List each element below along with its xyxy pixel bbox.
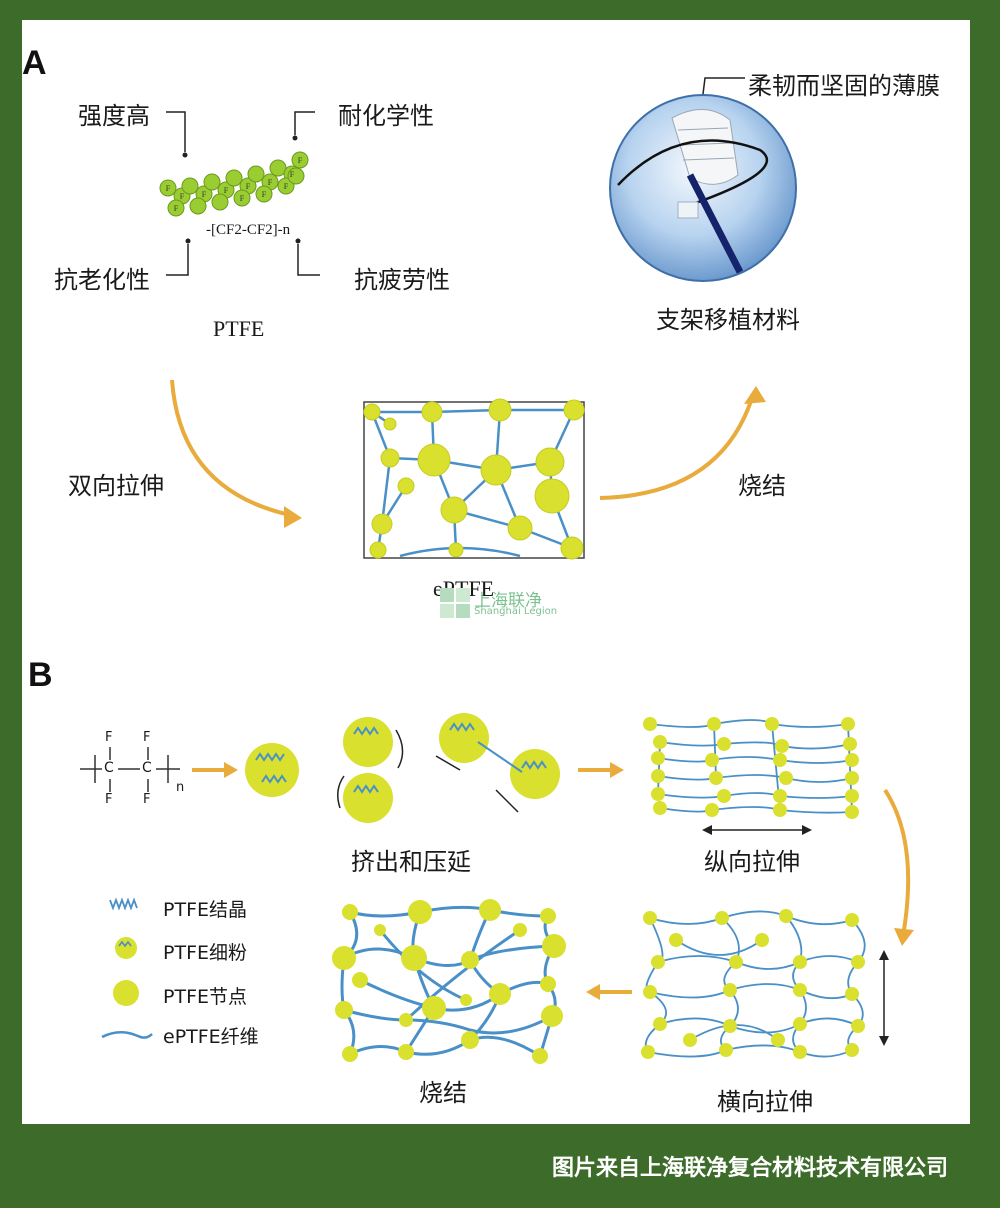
- longitudinal-stretch-label: 纵向拉伸: [704, 848, 800, 876]
- svg-text:F: F: [174, 204, 179, 213]
- ptfe-label: PTFE: [213, 316, 265, 341]
- label-anti-aging: 抗老化性: [54, 266, 150, 294]
- svg-text:F: F: [262, 190, 267, 199]
- svg-text:F: F: [180, 192, 185, 201]
- longitudinal-network: [643, 717, 859, 835]
- svg-text:F: F: [284, 182, 289, 191]
- legend-label-fiber: ePTFE纤维: [163, 1026, 259, 1048]
- atom-f-2: F: [143, 730, 151, 745]
- powder-particles: [245, 713, 560, 823]
- atom-f-3: F: [105, 792, 113, 807]
- sintered-network: [332, 899, 566, 1064]
- atom-c-2: C: [142, 760, 152, 776]
- watermark-cn: 上海联净: [474, 591, 542, 611]
- watermark-en: Shanghai Legion: [474, 606, 558, 617]
- node-icon: [113, 980, 139, 1006]
- footer-credit: 图片来自上海联净复合材料技术有限公司: [551, 1156, 948, 1181]
- svg-text:F: F: [290, 170, 295, 179]
- ptfe-formula: -[CF2-CF2]-n: [206, 222, 291, 238]
- stent-graft-label: 支架移植材料: [656, 306, 800, 334]
- panel-b-letter: B: [28, 656, 53, 694]
- biaxial-stretch-label: 双向拉伸: [68, 472, 164, 500]
- watermark-logo: 上海联净 Shanghai Legion: [440, 588, 580, 622]
- svg-text:F: F: [166, 184, 171, 193]
- panel-a-letter: A: [22, 44, 47, 82]
- atom-f-4: F: [143, 792, 151, 807]
- sintering-label-a: 烧结: [738, 472, 786, 500]
- svg-text:F: F: [240, 194, 245, 203]
- legend-label-powder: PTFE细粉: [163, 942, 247, 964]
- legend-label-crystal: PTFE结晶: [163, 899, 247, 921]
- fiber-icon: [101, 1031, 153, 1039]
- svg-text:F: F: [224, 186, 229, 195]
- svg-text:F: F: [298, 156, 303, 165]
- label-high-strength: 强度高: [78, 102, 150, 130]
- svg-text:F: F: [246, 182, 251, 191]
- subscript-n: n: [176, 780, 185, 795]
- sintering-label-b: 烧结: [419, 1079, 467, 1107]
- atom-f-1: F: [105, 730, 113, 745]
- svg-text:F: F: [202, 190, 207, 199]
- svg-text:F: F: [268, 178, 273, 187]
- transverse-network: [641, 909, 889, 1059]
- stent-graft-image: [609, 94, 797, 282]
- atom-c-1: C: [104, 760, 114, 776]
- membrane-label: 柔韧而坚固的薄膜: [748, 72, 940, 100]
- legend-label-node: PTFE节点: [163, 986, 247, 1008]
- powder-icon: [115, 937, 137, 959]
- transverse-stretch-label: 横向拉伸: [717, 1088, 813, 1116]
- label-chemical-resistance: 耐化学性: [338, 102, 434, 130]
- label-anti-fatigue: 抗疲劳性: [354, 266, 450, 294]
- crystal-icon: [109, 897, 138, 911]
- extrusion-calendering-label: 挤出和压延: [351, 848, 471, 876]
